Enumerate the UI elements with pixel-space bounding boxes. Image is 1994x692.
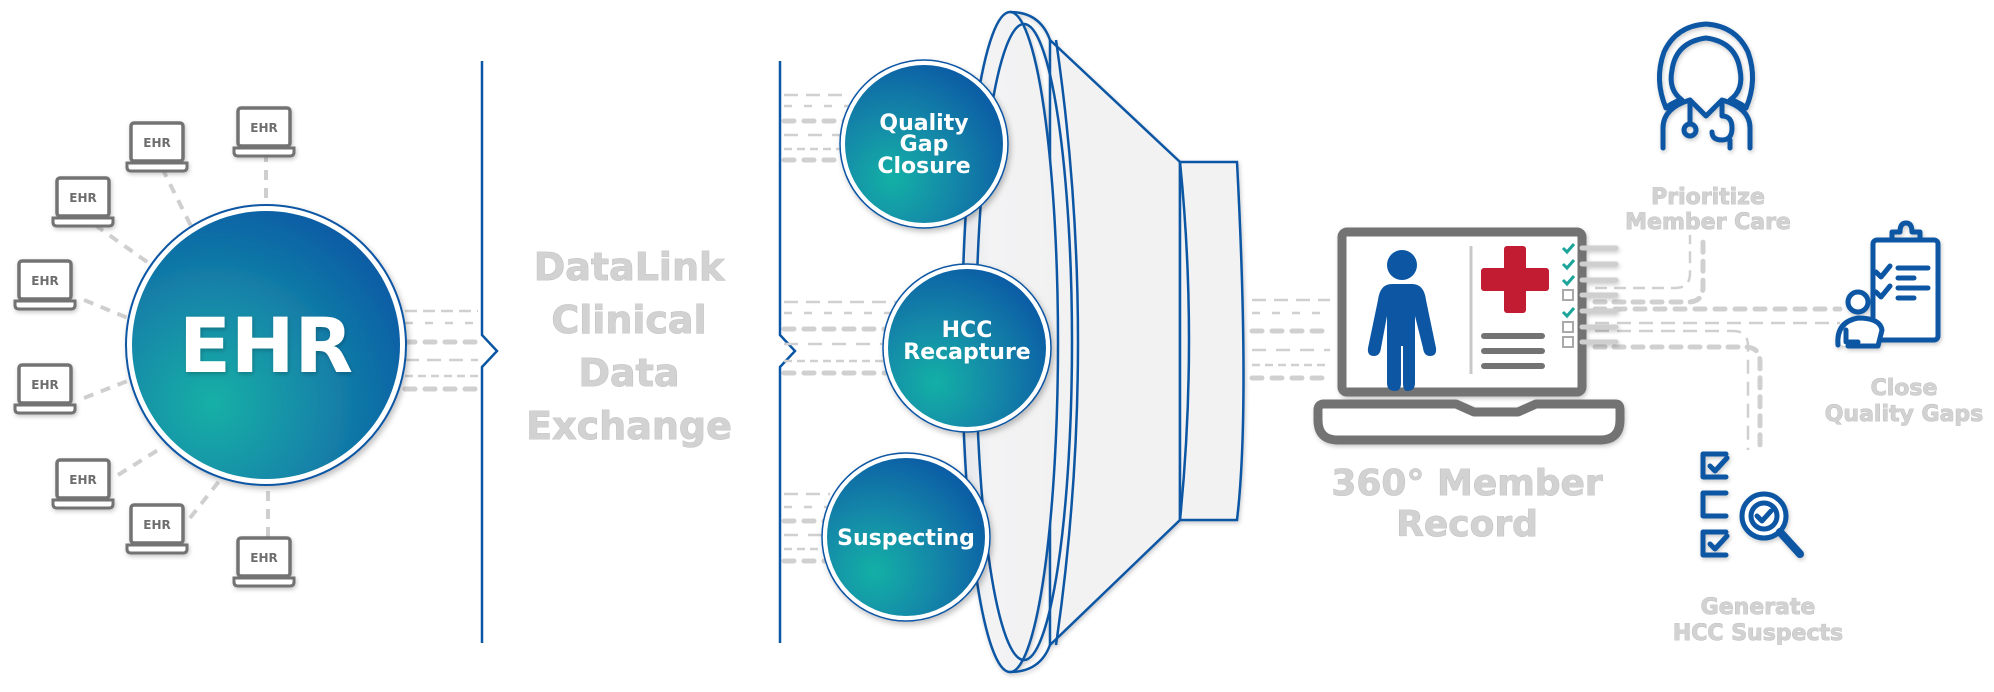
program-label-line: HCC <box>942 318 993 343</box>
close-quality-gaps-label: Close Quality Gaps <box>1824 376 1984 428</box>
connector-line <box>160 167 194 229</box>
exchange-title-line: Exchange <box>526 404 732 448</box>
exchange-title-line: Data <box>579 351 680 395</box>
exchange-title: DataLink Clinical Data Exchange <box>526 245 733 449</box>
clipboard-checklist-icon <box>1835 220 1941 349</box>
program-label-line: Closure <box>877 154 970 179</box>
connector-line <box>188 478 222 520</box>
funnel-output-dashes <box>1249 298 1333 381</box>
checklist-icon <box>1561 243 1619 348</box>
ehr-hub-label: EHR <box>179 301 353 390</box>
program-input-dashes <box>781 93 903 564</box>
ehr-source-laptop: EHR <box>232 536 296 588</box>
connector-line <box>83 298 129 320</box>
ehr-source-label: EHR <box>250 121 277 135</box>
ehr-source-laptop: EHR <box>125 121 189 173</box>
connector-line <box>83 378 131 400</box>
ehr-source-label: EHR <box>69 473 96 487</box>
ehr-source-label: EHR <box>31 274 58 288</box>
member-record-title-line: 360° Member <box>1331 463 1603 504</box>
program-hcc-recapture: HCC Recapture <box>882 263 1052 433</box>
ehr-hub <box>125 204 407 486</box>
ehr-source-laptop: EHR <box>125 503 189 555</box>
exchange-boundary <box>480 61 797 643</box>
outcome-label-line: HCC Suspects <box>1673 621 1843 646</box>
program-suspecting: Suspecting <box>821 452 991 622</box>
exchange-title-line: Clinical <box>551 298 706 342</box>
connector-line <box>116 448 160 477</box>
ehr-source-label: EHR <box>31 378 58 392</box>
ehr-source-label: EHR <box>250 551 277 565</box>
exchange-left-boundary <box>480 61 499 643</box>
member-record-title: 360° Member Record <box>1331 463 1603 546</box>
ehr-source-laptop: EHR <box>51 176 115 228</box>
outcome-label-line: Quality Gaps <box>1825 402 1984 427</box>
ehr-source-label: EHR <box>143 136 170 150</box>
prioritize-member-care-label: Prioritize Member Care <box>1625 185 1791 236</box>
outcome-label-line: Member Care <box>1625 210 1791 235</box>
nurse-icon <box>1657 21 1755 151</box>
person-icon <box>1367 250 1437 391</box>
ehr-source-laptop: EHR <box>13 259 77 311</box>
outcome-label-line: Prioritize <box>1651 185 1765 210</box>
ehr-source-laptop: EHR <box>232 106 296 158</box>
outcome-label-line: Close <box>1871 376 1938 401</box>
connector-line <box>93 223 152 266</box>
exchange-title-line: DataLink <box>534 245 725 289</box>
ehr-source-laptop: EHR <box>13 363 77 415</box>
program-label-line: Suspecting <box>837 526 975 551</box>
exchange-right-boundary <box>778 61 797 643</box>
record-text-lines <box>1481 333 1545 369</box>
ehr-source-laptop: EHR <box>51 458 115 510</box>
medical-cross-icon <box>1481 246 1549 313</box>
member-record-title-line: Record <box>1396 504 1538 545</box>
hub-output-dashes <box>402 309 481 392</box>
source-connectors <box>83 152 270 555</box>
ehr-sources: EHR EHR EHR EHR EHR EHR <box>13 106 296 588</box>
program-label-line: Recapture <box>903 340 1030 365</box>
program-label-line: Gap <box>900 132 949 157</box>
program-quality-gap-closure: Quality Gap Closure <box>839 59 1009 229</box>
program-label-line: Quality <box>879 111 968 136</box>
generate-hcc-suspects-label: Generate HCC Suspects <box>1672 595 1843 647</box>
outcome-label-line: Generate <box>1701 595 1816 620</box>
search-checklist-icon <box>1700 451 1804 558</box>
member-record-laptop <box>1313 227 1625 445</box>
outcome-dashes <box>1592 232 1843 453</box>
ehr-source-label: EHR <box>143 518 170 532</box>
ehr-source-label: EHR <box>69 191 96 205</box>
